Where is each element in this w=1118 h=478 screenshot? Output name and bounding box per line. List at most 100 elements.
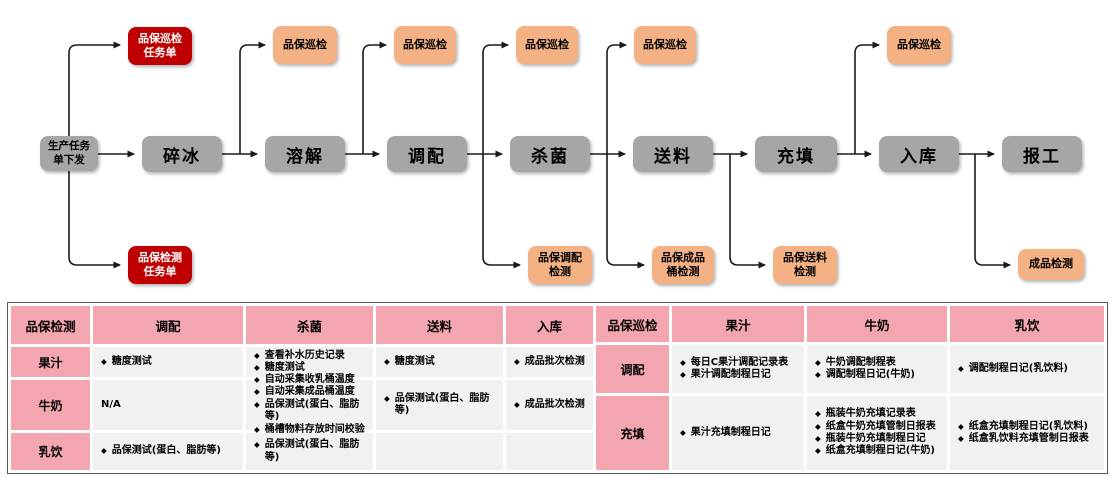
- diamond-bullet-icon: ◆: [254, 350, 260, 360]
- row-label-blend: 调配: [596, 345, 669, 393]
- diamond-bullet-icon: ◆: [254, 387, 260, 397]
- qa-patrol-box-2: 品保巡检: [394, 26, 456, 64]
- table-cell: ◆调配制程日记(乳饮料): [950, 345, 1104, 393]
- diamond-bullet-icon: ◆: [680, 427, 686, 437]
- bullet-item: ◆成品批次检测: [514, 355, 585, 367]
- bullet-item: ◆桶槽物料存放时间校验: [254, 423, 365, 435]
- branch-arrow-up: [606, 41, 627, 154]
- table-cell: ◆成品批次检测: [506, 347, 593, 377]
- row-label-fill: 充填: [596, 396, 669, 470]
- qa-tables-block: 品保检测 调配 杀菌 送料 入库 果汁 ◆糖度测试 ◆查看补水历史记录◆糖度测试…: [7, 302, 1108, 474]
- bullet-item: ◆纸盒牛奶充填管制日报表: [815, 420, 936, 432]
- table-cell: ◆糖度测试: [376, 347, 503, 377]
- diamond-bullet-icon: ◆: [101, 356, 107, 366]
- header-cell-milk: 牛奶: [807, 306, 947, 342]
- diamond-bullet-icon: ◆: [815, 370, 821, 379]
- bullet-item: ◆品保测试(蛋白、脂肪等): [384, 392, 490, 416]
- diamond-bullet-icon: ◆: [514, 356, 520, 366]
- table-cell: ◆品保测试(蛋白、脂肪等): [246, 433, 373, 470]
- table-cell: ◆自动采集收乳桶温度◆自动采集成品桶温度◆品保测试(蛋白、脂肪等)◆桶槽物料存放…: [246, 374, 373, 435]
- branch-arrow-up: [854, 41, 880, 154]
- flow-step-dissolve: 溶解: [265, 136, 345, 172]
- qa-patrol-box-5: 品保巡检: [887, 26, 951, 64]
- flowchart-arrows: [68, 41, 1011, 269]
- table-cell: ◆查看补水历史记录◆糖度测试: [246, 347, 373, 377]
- header-cell-qa-patrol: 品保巡检: [596, 306, 669, 342]
- table-cell: ◆糖度测试: [93, 347, 243, 377]
- bullet-item: ◆自动采集收乳桶温度: [254, 373, 355, 385]
- header-cell-sterilize: 杀菌: [246, 306, 373, 344]
- qa-test-table: 品保检测 调配 杀菌 送料 入库 果汁 ◆糖度测试 ◆查看补水历史记录◆糖度测试…: [11, 306, 593, 470]
- diamond-bullet-icon: ◆: [958, 434, 964, 443]
- bullet-item: ◆纸盒乳饮料充填管制日报表: [958, 433, 1089, 444]
- diamond-bullet-icon: ◆: [815, 357, 821, 367]
- qa-blend-test-box: 品保调配 检测: [528, 246, 592, 284]
- diamond-bullet-icon: ◆: [384, 393, 390, 403]
- bullet-item: ◆品保测试(蛋白、脂肪等): [254, 439, 360, 463]
- diamond-bullet-icon: ◆: [815, 409, 821, 419]
- flow-step-report: 报工: [1002, 136, 1082, 172]
- qa-patrol-task-box: 品保巡检 任务单: [128, 27, 192, 65]
- qa-patrol-box-1: 品保巡检: [273, 26, 337, 64]
- branch-arrow-down: [974, 154, 1011, 269]
- diamond-bullet-icon: ◆: [101, 446, 107, 456]
- flow-step-warehouse: 入库: [879, 136, 959, 172]
- product-test-box: 成品检测: [1018, 249, 1084, 280]
- header-cell-blend: 调配: [93, 306, 243, 344]
- diamond-bullet-icon: ◆: [680, 370, 686, 379]
- table-cell: ◆成品批次检测: [506, 380, 593, 430]
- header-cell-milk-drink: 乳饮: [950, 306, 1104, 342]
- table-cell: ◆牛奶调配制程表◆调配制程日记(牛奶): [807, 345, 947, 393]
- bullet-item: ◆果汁调配制程日记: [680, 369, 771, 380]
- table-cell: [376, 433, 503, 470]
- header-cell-qa-test: 品保检测: [11, 306, 90, 344]
- bullet-item: ◆瓶装牛奶充填制程日记: [815, 433, 926, 444]
- diamond-bullet-icon: ◆: [815, 421, 821, 431]
- diamond-bullet-icon: ◆: [958, 363, 964, 373]
- branch-arrow-down: [729, 154, 766, 269]
- table-cell: [506, 433, 593, 470]
- diamond-bullet-icon: ◆: [254, 399, 260, 409]
- diamond-bullet-icon: ◆: [384, 356, 390, 366]
- branch-arrow-down: [68, 171, 121, 269]
- bullet-item: ◆纸盒充填制程日记(牛奶): [815, 445, 935, 457]
- qa-patrol-box-4: 品保巡检: [634, 26, 696, 64]
- na-value: N/A: [101, 398, 121, 410]
- diamond-bullet-icon: ◆: [254, 374, 260, 384]
- flow-step-fill: 充填: [755, 136, 837, 172]
- bullet-item: ◆糖度测试: [384, 355, 435, 367]
- bullet-item: ◆自动采集成品桶温度: [254, 386, 355, 398]
- branch-arrow-up: [482, 41, 509, 154]
- bullet-item: ◆糖度测试: [254, 362, 305, 373]
- branch-arrow-up: [362, 41, 387, 154]
- bullet-item: ◆糖度测试: [101, 355, 152, 367]
- row-label-juice: 果汁: [11, 347, 90, 377]
- table-cell: N/A: [93, 380, 243, 430]
- qa-product-barrel-test-box: 品保成品 桶检测: [652, 246, 714, 284]
- flow-start-box: 生产任务 单下发: [40, 136, 98, 171]
- table-cell: ◆每日C果汁调配记录表◆果汁调配制程日记: [672, 345, 804, 393]
- branch-arrow-up: [239, 41, 266, 154]
- flow-step-feed: 送料: [633, 136, 713, 172]
- bullet-item: ◆调配制程日记(牛奶): [815, 369, 915, 380]
- table-cell: ◆品保测试(蛋白、脂肪等): [376, 380, 503, 430]
- qa-patrol-box-3: 品保巡检: [516, 26, 578, 64]
- diamond-bullet-icon: ◆: [254, 363, 260, 372]
- bullet-item: ◆每日C果汁调配记录表: [680, 356, 789, 368]
- diamond-bullet-icon: ◆: [815, 446, 821, 456]
- bullet-item: ◆纸盒充填制程日记(乳饮料): [958, 420, 1088, 432]
- diamond-bullet-icon: ◆: [514, 399, 520, 409]
- header-cell-warehouse: 入库: [506, 306, 593, 344]
- bullet-item: ◆品保测试(蛋白、脂肪等): [101, 445, 221, 457]
- branch-arrow-down: [482, 154, 521, 269]
- branch-arrow-down: [606, 154, 645, 269]
- bullet-item: ◆成品批次检测: [514, 398, 585, 410]
- diamond-bullet-icon: ◆: [254, 440, 260, 450]
- bullet-item: ◆牛奶调配制程表: [815, 356, 896, 368]
- qa-test-task-box: 品保检测 任务单: [128, 246, 192, 284]
- qa-patrol-table: 品保巡检 果汁 牛奶 乳饮 调配 ◆每日C果汁调配记录表◆果汁调配制程日记 ◆牛…: [596, 306, 1104, 470]
- bullet-item: ◆果汁充填制程日记: [680, 426, 771, 438]
- bullet-item: ◆查看补水历史记录: [254, 349, 345, 361]
- header-cell-juice: 果汁: [672, 306, 804, 342]
